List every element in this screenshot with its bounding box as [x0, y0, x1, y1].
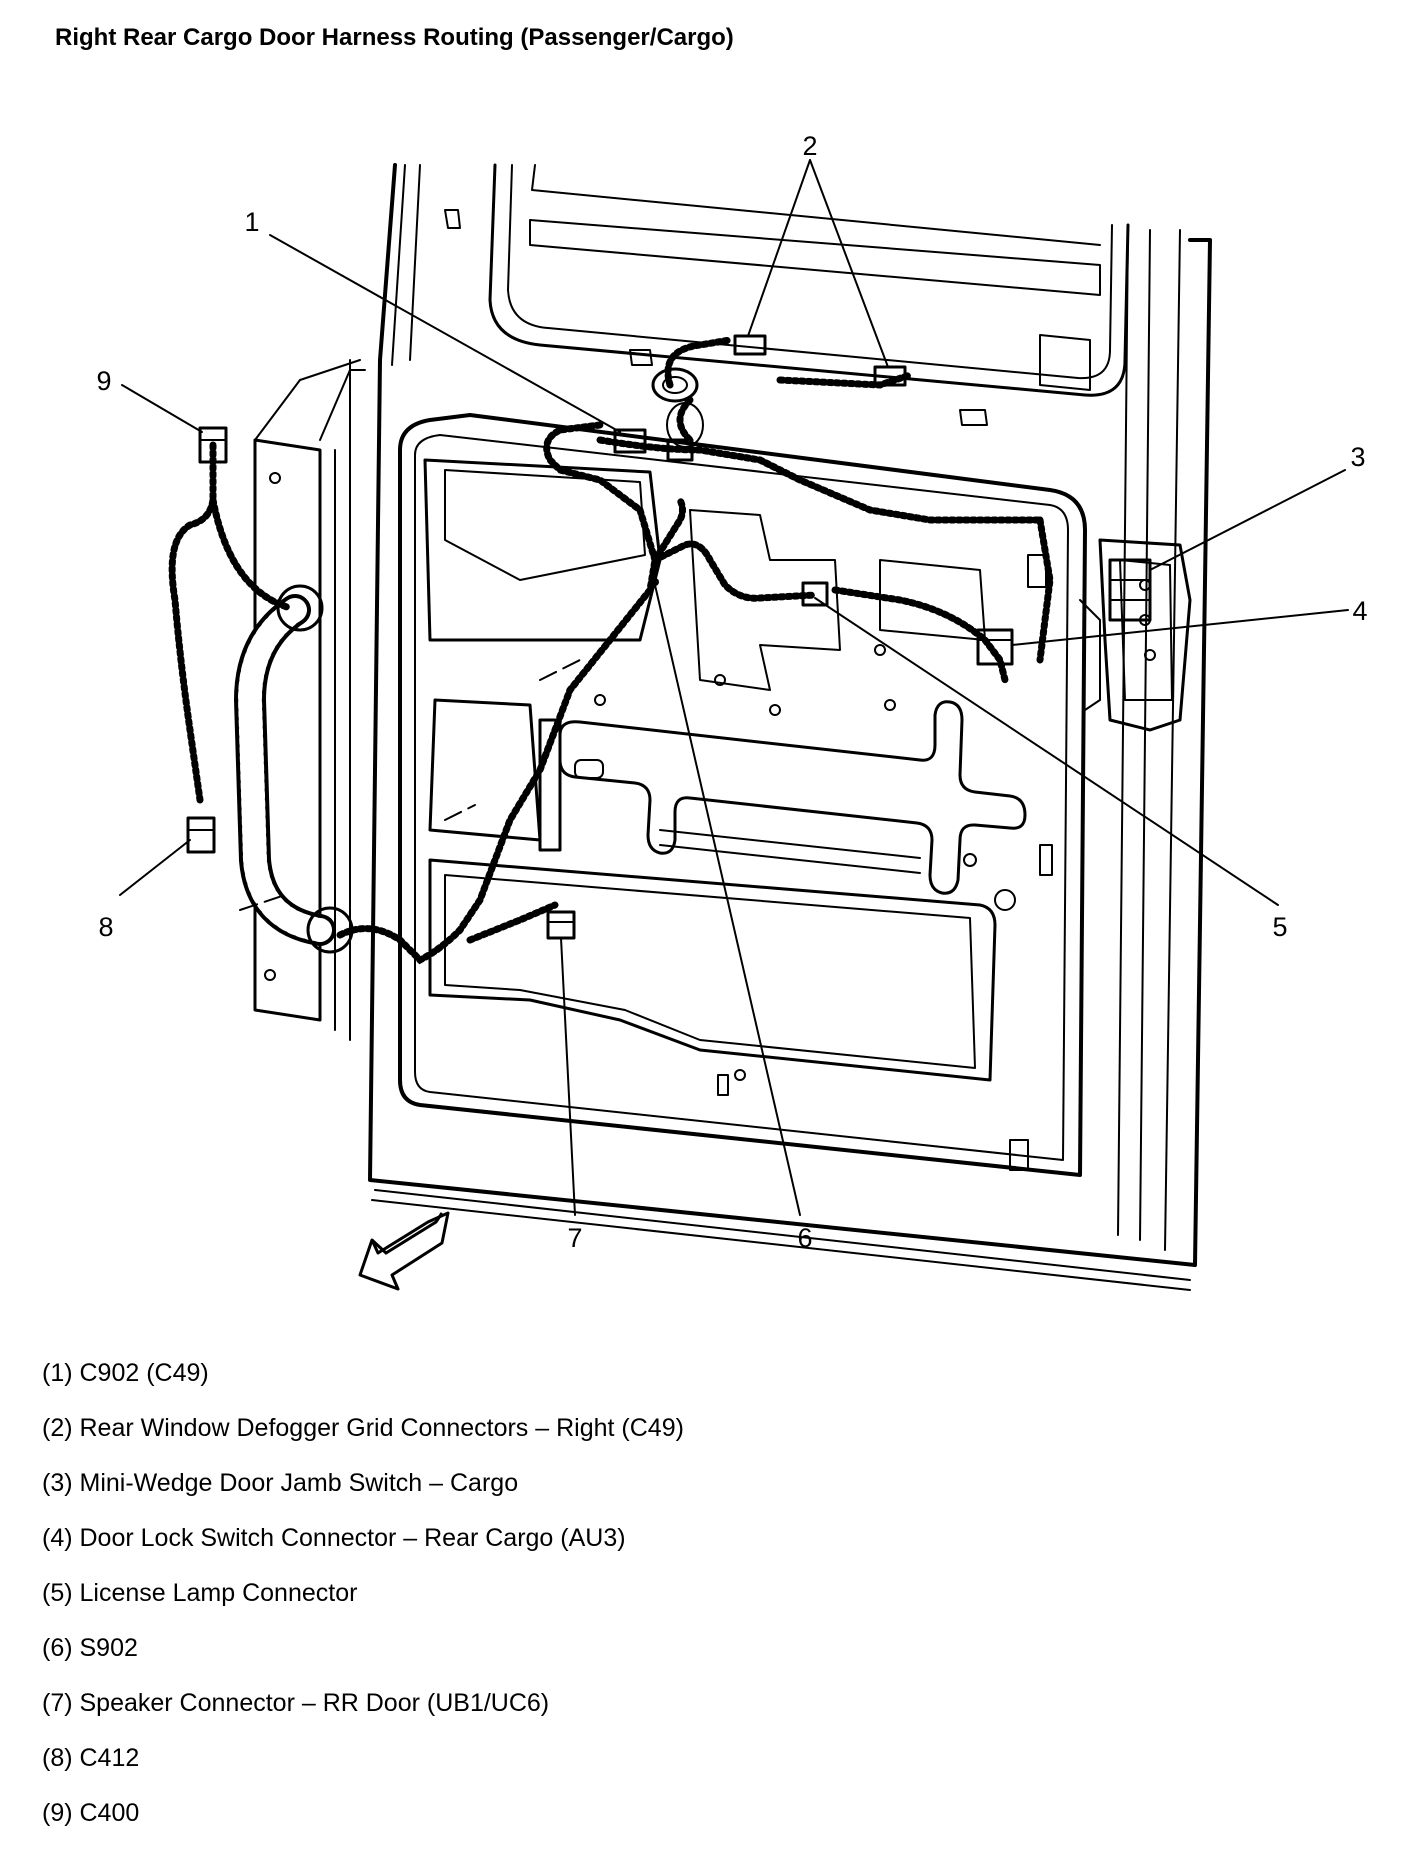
diagram-title: Right Rear Cargo Door Harness Routing (P… — [55, 24, 734, 51]
connector-c902 — [613, 428, 694, 462]
callout-7: 7 — [567, 1223, 582, 1253]
door-body — [368, 163, 1212, 1291]
legend-item: (6) S902 — [42, 1634, 138, 1662]
callout-9: 9 — [96, 366, 111, 396]
defogger-connector-left — [733, 334, 767, 356]
legend-list: (1) C902 (C49) (2) Rear Window Defogger … — [42, 1358, 684, 1853]
door-lock-switch-connector — [976, 628, 1014, 666]
callout-5: 5 — [1272, 912, 1287, 942]
leader-lines — [119, 159, 1349, 1216]
legend-item: (9) C400 — [42, 1799, 140, 1827]
legend-item: (1) C902 (C49) — [42, 1359, 209, 1387]
speaker-connector — [546, 910, 576, 940]
defogger-connector-right — [873, 365, 907, 387]
splice-s902 — [651, 578, 659, 586]
callout-2: 2 — [802, 131, 817, 161]
legend-item: (3) Mini-Wedge Door Jamb Switch – Cargo — [42, 1469, 519, 1497]
harness-routing-diagram: 1 2 3 4 5 6 7 8 9 — [96, 131, 1368, 1291]
callout-3: 3 — [1350, 442, 1365, 472]
inner-door-panel — [398, 413, 1087, 1177]
callout-1: 1 — [244, 207, 259, 237]
legend-item: (2) Rear Window Defogger Grid Connectors… — [42, 1414, 684, 1442]
legend-item: (5) License Lamp Connector — [42, 1579, 358, 1607]
callout-4: 4 — [1352, 596, 1367, 626]
license-lamp-connector — [801, 581, 829, 607]
legend-item: (4) Door Lock Switch Connector – Rear Ca… — [42, 1524, 626, 1552]
front-direction-arrow-icon — [358, 1211, 450, 1291]
connector-c400 — [198, 426, 228, 464]
callout-numbers: 1 2 3 4 5 6 7 8 9 — [96, 131, 1367, 1253]
callout-8: 8 — [98, 912, 113, 942]
legend-item: (8) C412 — [42, 1744, 140, 1772]
connector-c412 — [186, 816, 216, 854]
legend-item: (7) Speaker Connector – RR Door (UB1/UC6… — [42, 1689, 550, 1717]
callout-6: 6 — [797, 1223, 812, 1253]
door-jamb-switch — [1108, 558, 1152, 622]
alignment-lines — [239, 659, 581, 911]
rear-window — [444, 163, 1130, 397]
